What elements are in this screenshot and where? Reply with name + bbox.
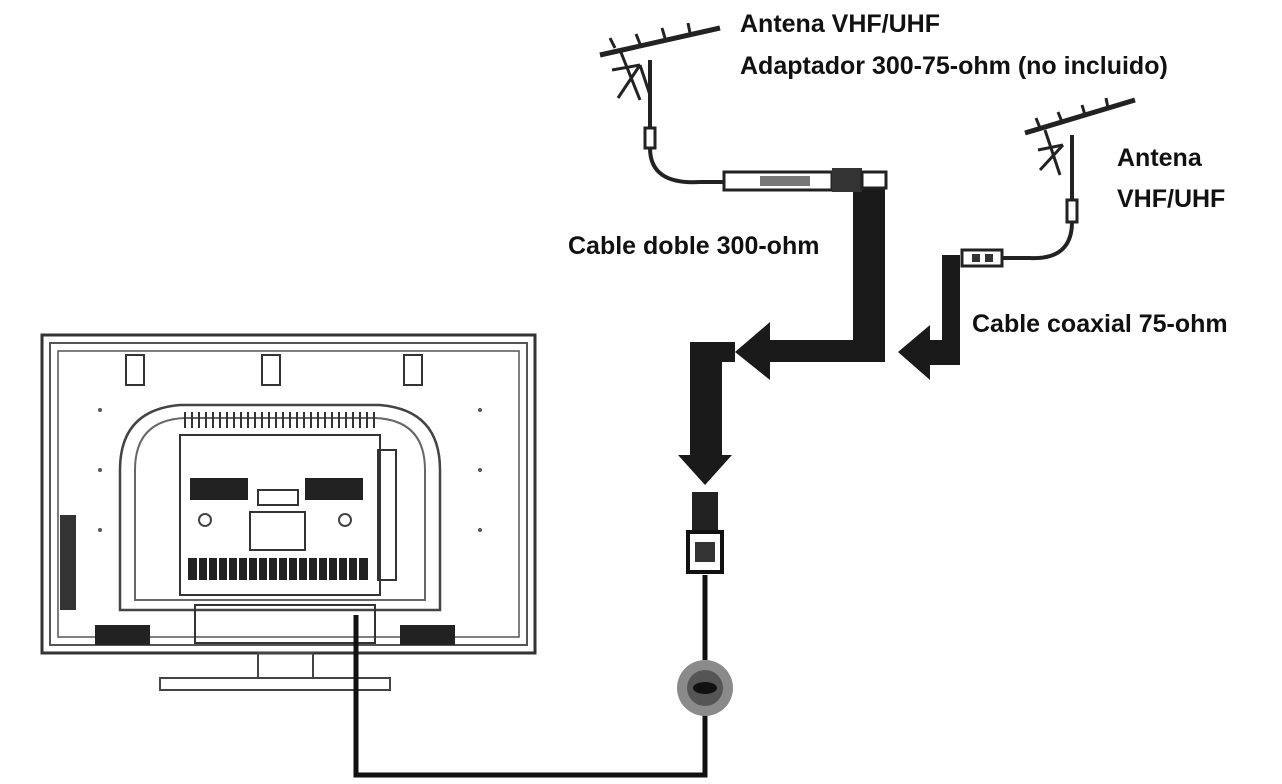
coax-connector-icon bbox=[960, 248, 1004, 268]
adapter-label: Adaptador 300-75-ohm (no incluido) bbox=[740, 52, 1168, 80]
tv-coax-cable bbox=[353, 615, 708, 778]
coax-cable-label: Cable coaxial 75-ohm bbox=[972, 310, 1228, 338]
vent-grille-top bbox=[184, 412, 375, 428]
antenna-icon bbox=[1000, 97, 1136, 261]
twin-lead-cable-label: Cable doble 300-ohm bbox=[568, 232, 820, 260]
arrow-icon bbox=[678, 342, 735, 485]
arrow-icon bbox=[735, 182, 885, 380]
adapter-icon bbox=[722, 168, 888, 192]
antenna-icon bbox=[599, 22, 725, 185]
arrow-icon bbox=[898, 255, 960, 380]
antenna1-title: Antena VHF/UHF bbox=[740, 10, 940, 38]
tv-back-panel bbox=[40, 333, 537, 691]
antenna2-label-line1: Antena bbox=[1117, 144, 1202, 172]
coax-connector-icon bbox=[686, 492, 724, 574]
wall-outlet-icon bbox=[677, 660, 733, 716]
antenna2-label-line2: VHF/UHF bbox=[1117, 185, 1226, 213]
